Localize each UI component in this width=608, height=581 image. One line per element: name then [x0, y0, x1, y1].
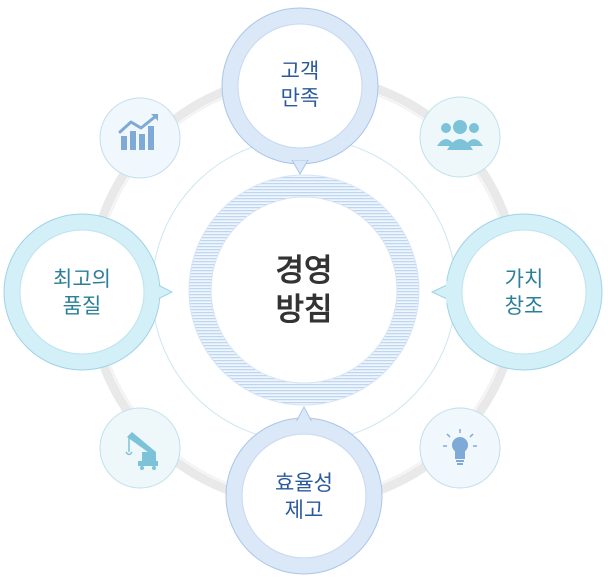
lightbulb-icon: [419, 407, 501, 489]
node-left-best-quality: [3, 213, 174, 371]
node-top-customer-satisfaction: [221, 7, 379, 176]
center-title: 경영 방침: [275, 253, 333, 328]
node-bottom-efficiency: [225, 405, 383, 575]
center-striped-ring: [189, 175, 419, 405]
node-left-label: 최고의 품질: [53, 267, 111, 318]
crane-icon: [99, 407, 181, 489]
node-right-label: 가치 창조: [504, 267, 544, 318]
people-icon: [419, 96, 501, 178]
center-ring-outline-outer: [188, 174, 420, 406]
node-right-value-creation: [430, 213, 603, 371]
center-ring-outline-inner: [210, 196, 398, 384]
chart-icon: [99, 97, 181, 179]
node-bottom-label: 효율성 제고: [275, 471, 333, 522]
node-top-label: 고객 만족: [280, 59, 320, 110]
